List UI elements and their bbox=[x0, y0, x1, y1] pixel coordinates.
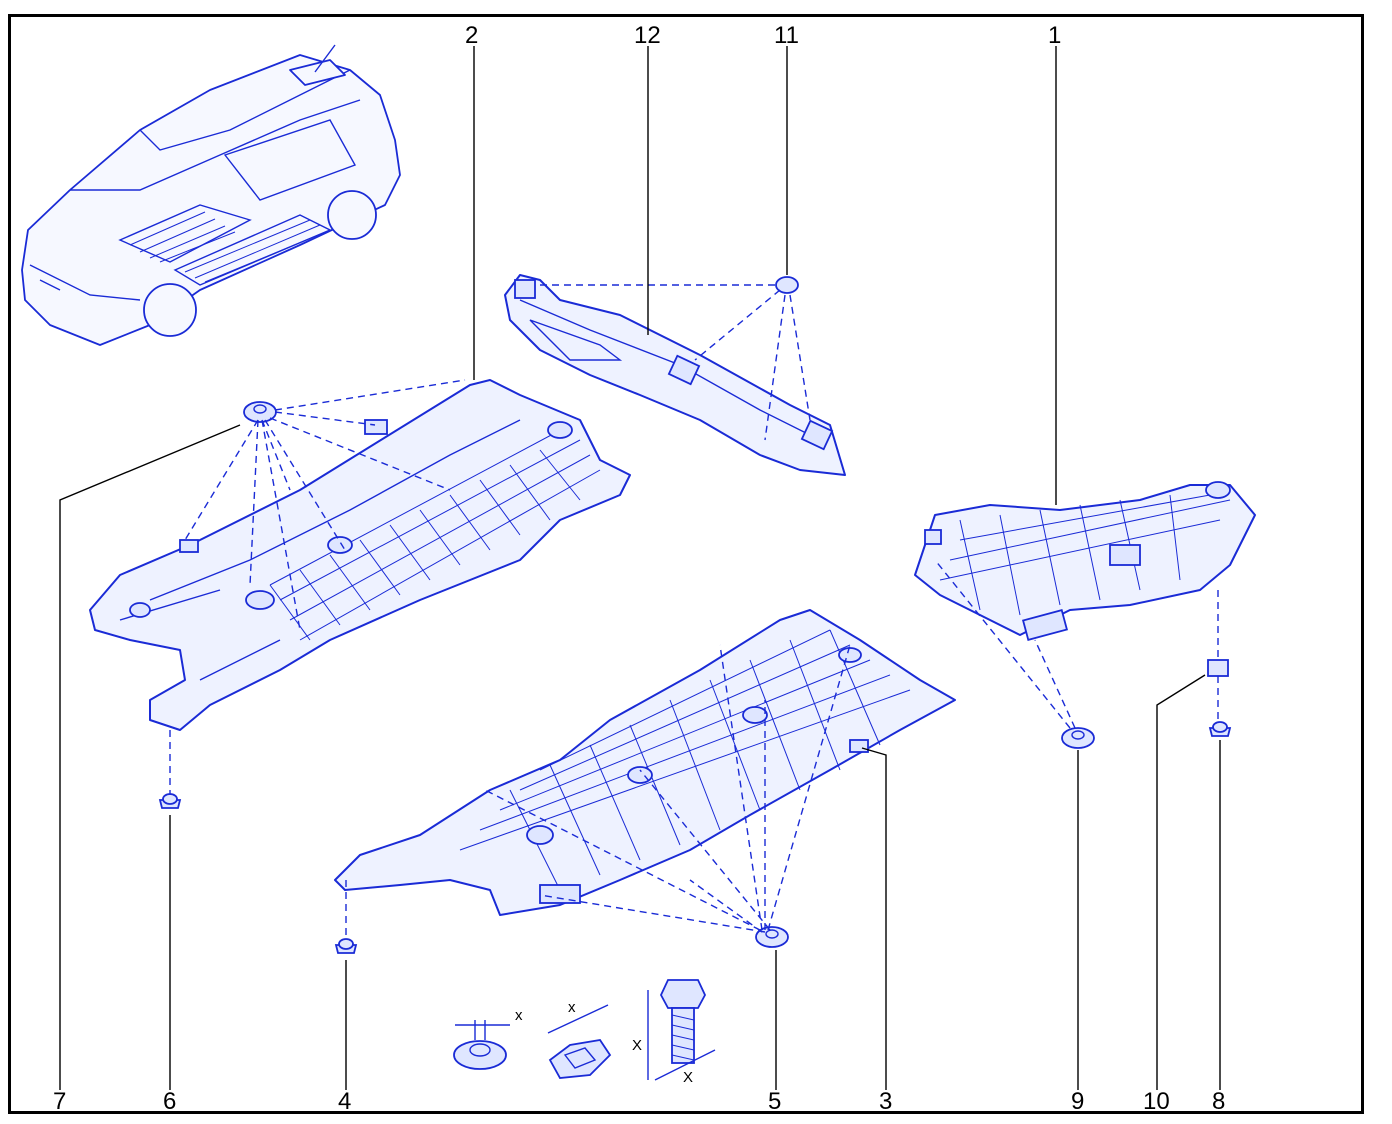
callout-8: 8 bbox=[1212, 1088, 1226, 1115]
assembly-lines bbox=[169, 284, 1219, 940]
callout-9: 9 bbox=[1071, 1088, 1085, 1115]
side-deflector-part bbox=[504, 274, 846, 476]
callout-5: 5 bbox=[768, 1088, 782, 1115]
clip-dim-label: x bbox=[568, 999, 576, 1016]
callout-4: 4 bbox=[338, 1088, 352, 1115]
diagram-frame bbox=[8, 14, 1364, 1114]
callout-12: 12 bbox=[634, 22, 661, 49]
rear-shield-part bbox=[914, 481, 1256, 641]
callout-2: 2 bbox=[465, 22, 479, 49]
callout-6: 6 bbox=[163, 1088, 177, 1115]
bolt-diameter-dim-label: X bbox=[683, 1069, 693, 1086]
clip-nut-icon bbox=[1207, 659, 1229, 677]
leader-lines bbox=[59, 46, 1221, 1090]
callout-7: 7 bbox=[53, 1088, 67, 1115]
vehicle-overview-icon bbox=[21, 44, 401, 346]
push-rivet-icon bbox=[158, 721, 1232, 954]
underbody-shield-icon bbox=[89, 379, 631, 731]
callout-1: 1 bbox=[1048, 22, 1062, 49]
callout-11: 11 bbox=[774, 22, 799, 49]
callout-3: 3 bbox=[879, 1088, 893, 1115]
callout-10: 10 bbox=[1143, 1088, 1170, 1115]
nut-dim-label: x bbox=[515, 1007, 523, 1024]
bolt-length-dim-label: X bbox=[632, 1037, 642, 1054]
center-shield-part bbox=[334, 609, 956, 916]
fastener-dimension-detail: x x X X bbox=[453, 979, 716, 1086]
